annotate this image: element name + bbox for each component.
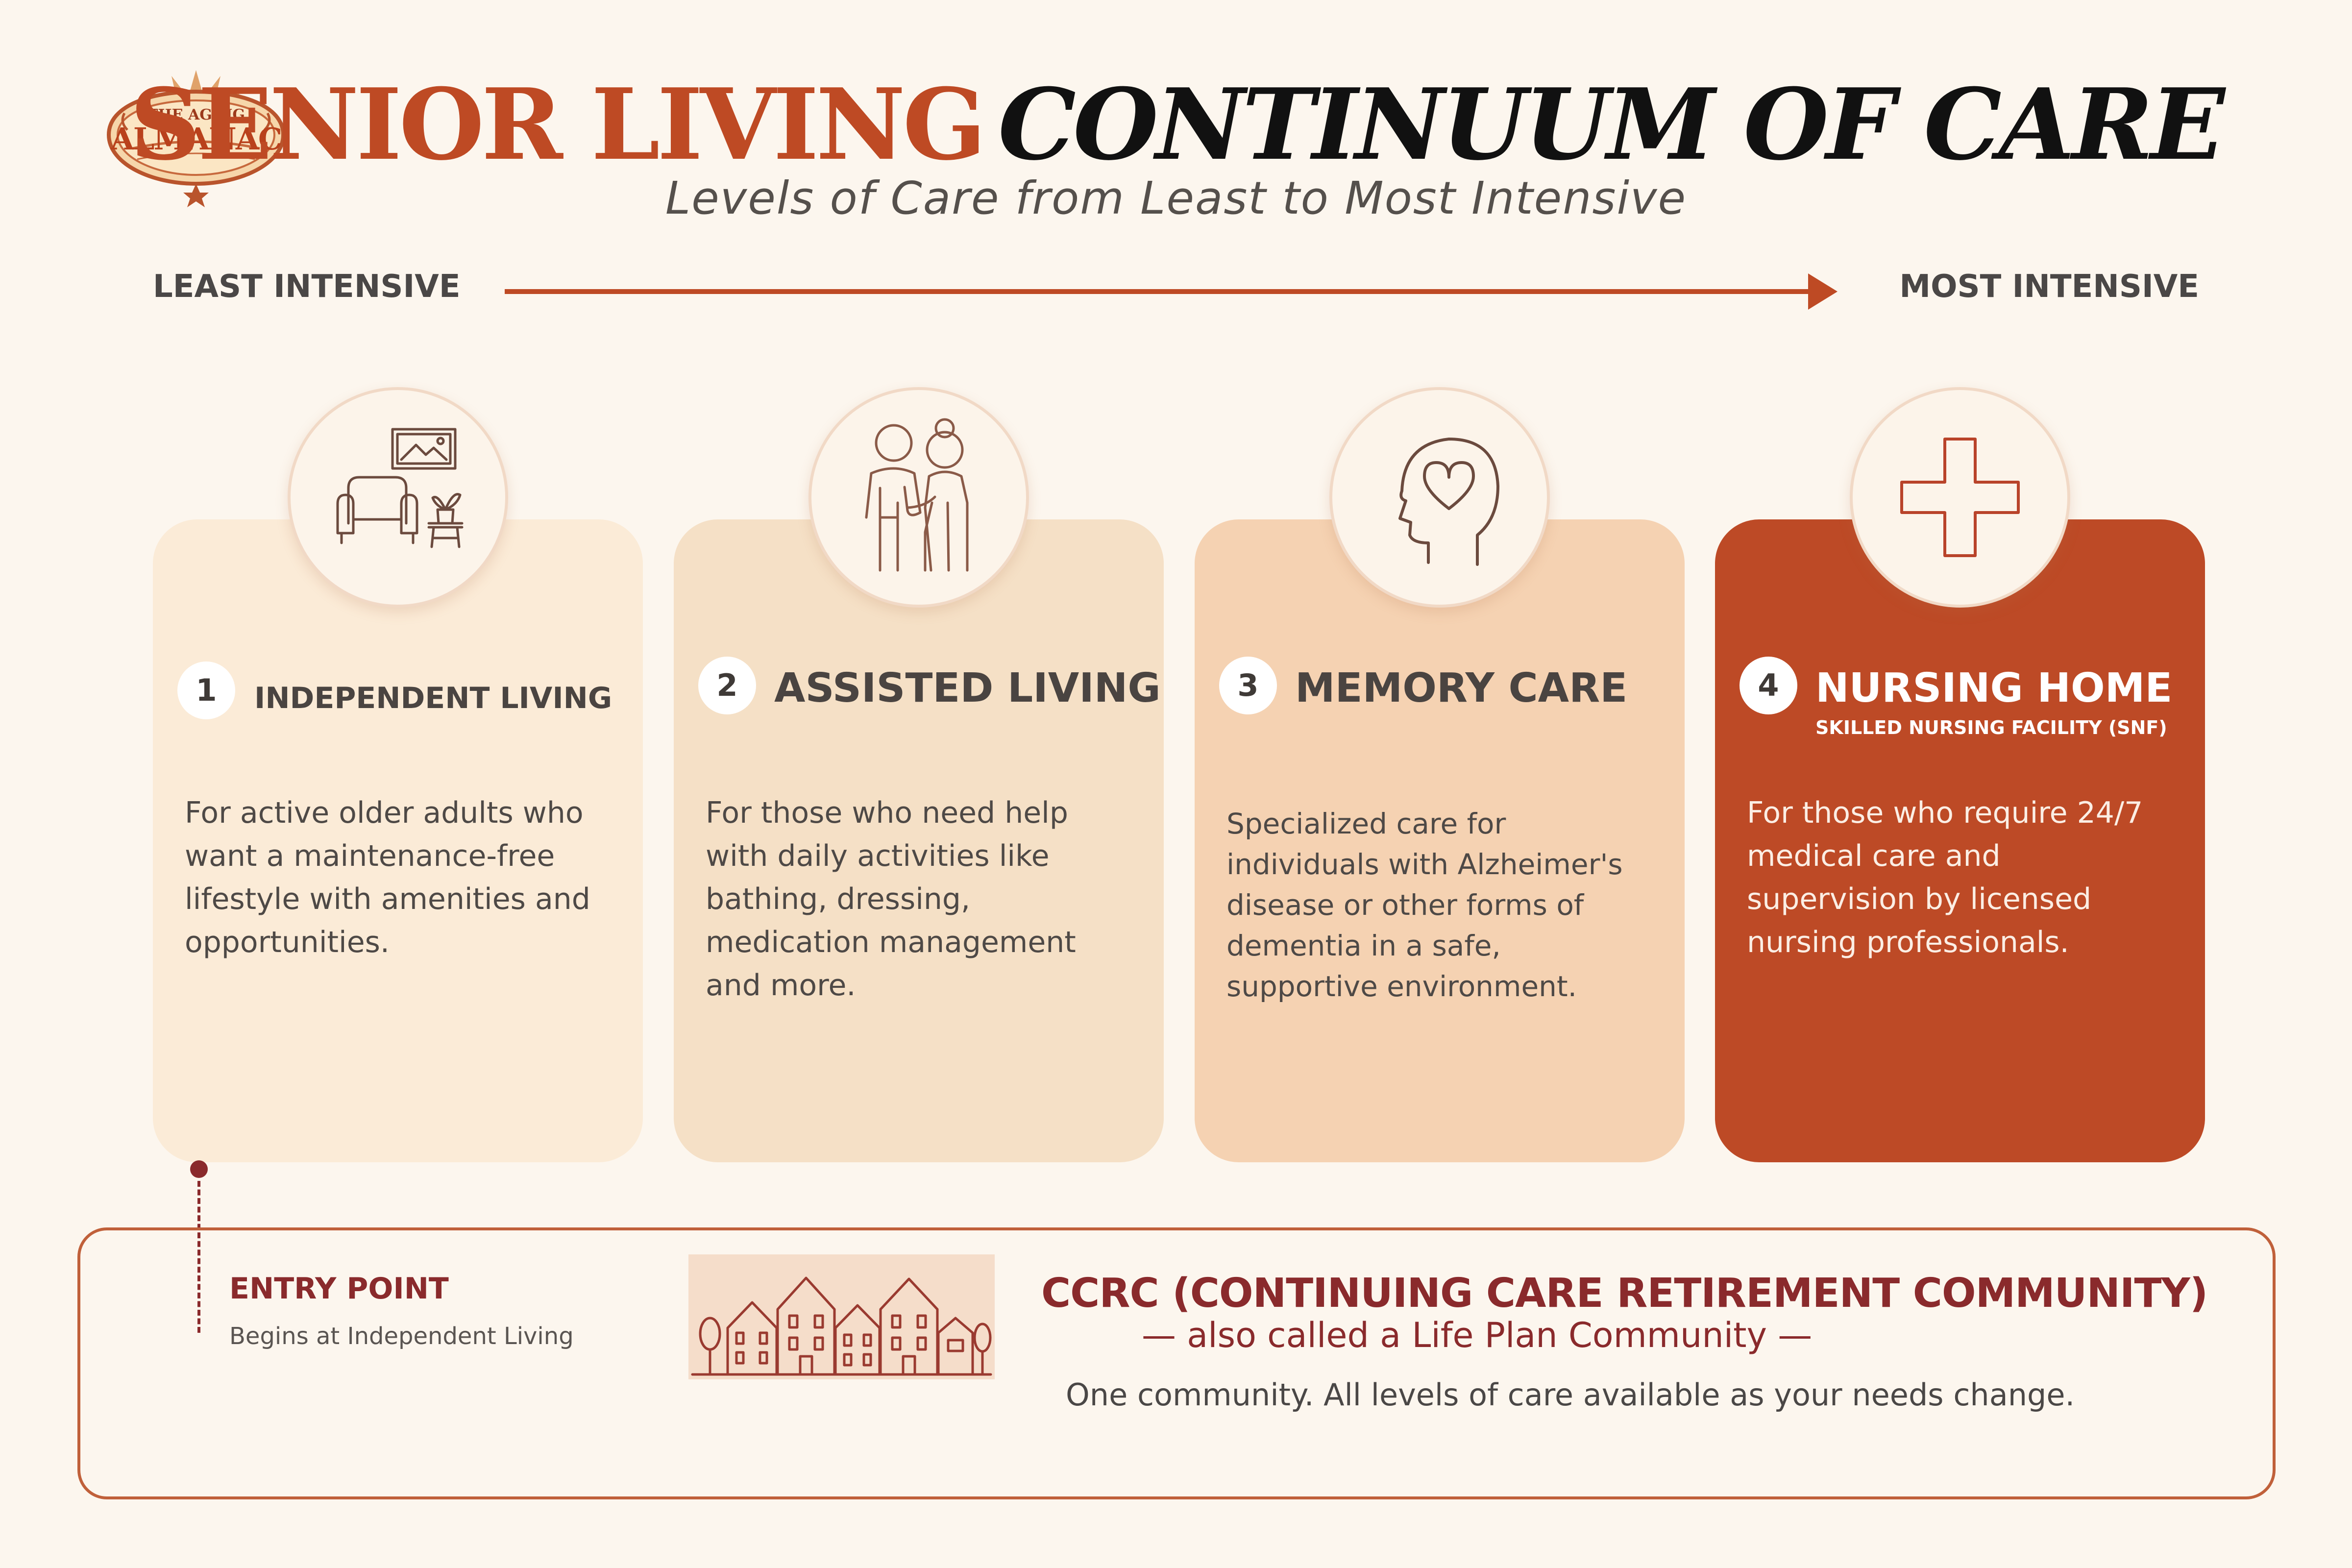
title-part2: CONTINUUM OF CARE — [998, 67, 2225, 182]
community-buildings-icon — [688, 1254, 995, 1379]
logo-line2: ALMANAC — [110, 121, 283, 157]
card-description: For those who need help with daily activ… — [706, 796, 1076, 1003]
card-description: Specialized care for individuals with Al… — [1226, 807, 1623, 1003]
medical-cross-icon — [1850, 387, 2070, 608]
card-number-badge: 4 — [1740, 657, 1797, 714]
card-title: ASSISTED LIVING — [774, 665, 1161, 711]
card-description: For active older adults who want a maint… — [185, 796, 590, 959]
card-title: INDEPENDENT LIVING — [254, 681, 612, 715]
almanac-logo: THE AGING ALMANAC — [98, 61, 294, 208]
ccrc-panel — [77, 1227, 2276, 1499]
card-description: For those who require 24/7 medical care … — [1747, 796, 2143, 959]
most-intensive-label: MOST INTENSIVE — [1899, 269, 2199, 305]
entry-point-subtitle: Begins at Independent Living — [229, 1323, 574, 1350]
least-intensive-label: LEAST INTENSIVE — [153, 269, 461, 305]
card-number-badge: 3 — [1219, 657, 1277, 714]
card-assisted-living: 2 ASSISTED LIVING For those who need hel… — [674, 519, 1164, 1162]
brain-heart-icon — [1329, 387, 1550, 608]
armchair-icon — [288, 387, 508, 608]
ccrc-title: CCRC (CONTINUING CARE RETIREMENT COMMUNI… — [1041, 1270, 2208, 1317]
caregiver-icon — [808, 387, 1029, 608]
entry-point-connector — [197, 1181, 200, 1333]
ccrc-description: One community. All levels of care availa… — [1066, 1377, 2075, 1413]
card-title: MEMORY CARE — [1295, 665, 1628, 711]
ccrc-subtitle: — also called a Life Plan Community — — [1142, 1315, 1813, 1355]
card-memory-care: 3 MEMORY CARE Specialized care for indiv… — [1195, 519, 1685, 1162]
card-title: NURSING HOME — [1815, 665, 2173, 711]
card-independent-living: 1 INDEPENDENT LIVING For active older ad… — [153, 519, 643, 1162]
card-subtitle: SKILLED NURSING FACILITY (SNF) — [1815, 717, 2167, 738]
title-part1: SENIOR LIVING — [130, 67, 986, 182]
card-nursing-home: 4 NURSING HOME SKILLED NURSING FACILITY … — [1715, 519, 2205, 1162]
page-subtitle: Levels of Care from Least to Most Intens… — [665, 172, 1687, 224]
logo-line1: THE AGING — [147, 106, 245, 123]
intensity-arrow — [505, 265, 1838, 318]
card-number-badge: 1 — [177, 662, 235, 719]
entry-point-title: ENTRY POINT — [229, 1272, 449, 1306]
entry-point-marker — [190, 1160, 208, 1178]
card-number-badge: 2 — [698, 657, 756, 714]
